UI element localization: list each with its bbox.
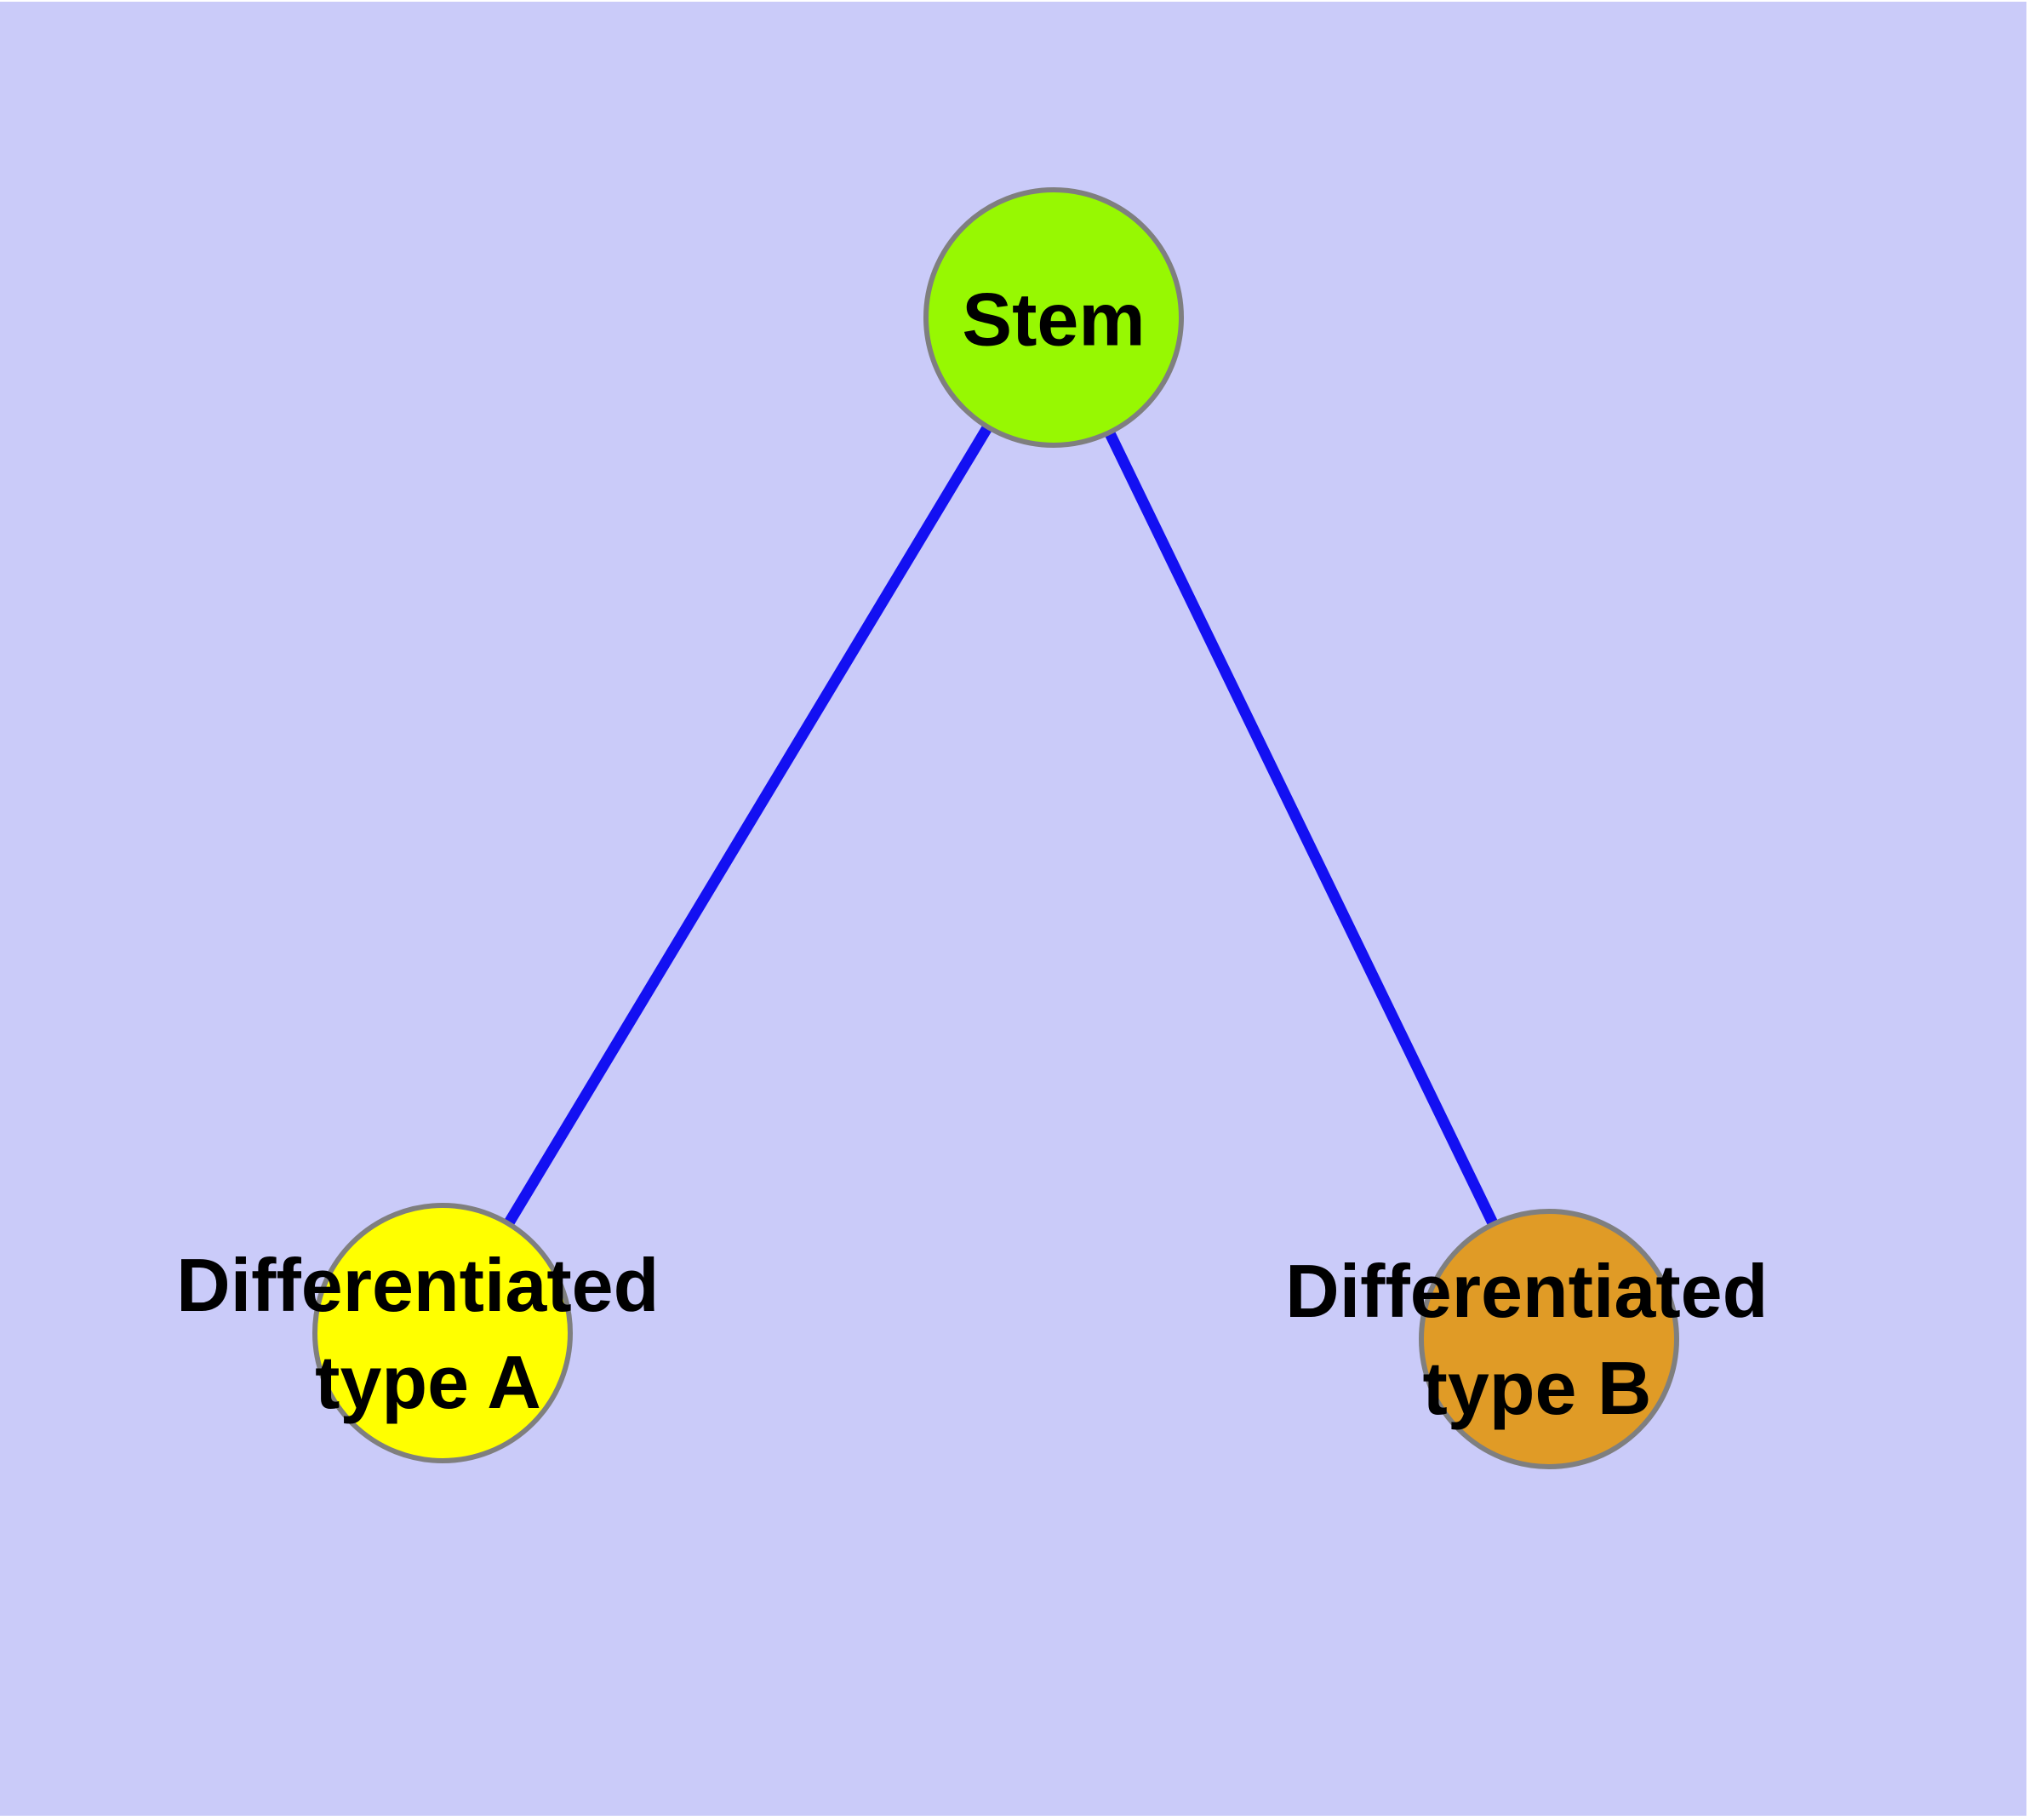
label-layer: Stem Differentiated type A Differentiate… — [176, 278, 1789, 1430]
node-type-b-label-line1: Differentiated — [1285, 1249, 1768, 1333]
edge-layer — [437, 312, 1555, 1345]
node-type-b-label: Differentiated type B — [1285, 1249, 1789, 1430]
node-type-b-label-line2: type B — [1423, 1346, 1652, 1430]
edge-stem-to-type-a — [437, 312, 1060, 1339]
node-type-a-label-line1: Differentiated — [176, 1243, 659, 1327]
node-layer — [312, 187, 1679, 1469]
node-differentiated-type-b — [1419, 1209, 1679, 1469]
node-differentiated-type-a — [312, 1203, 573, 1463]
edge-stem-to-type-b — [1048, 312, 1555, 1345]
node-stem-label: Stem — [962, 278, 1145, 362]
node-type-a-label: Differentiated type A — [176, 1243, 680, 1424]
node-stem — [923, 187, 1184, 448]
node-type-a-label-line2: type A — [315, 1340, 541, 1424]
